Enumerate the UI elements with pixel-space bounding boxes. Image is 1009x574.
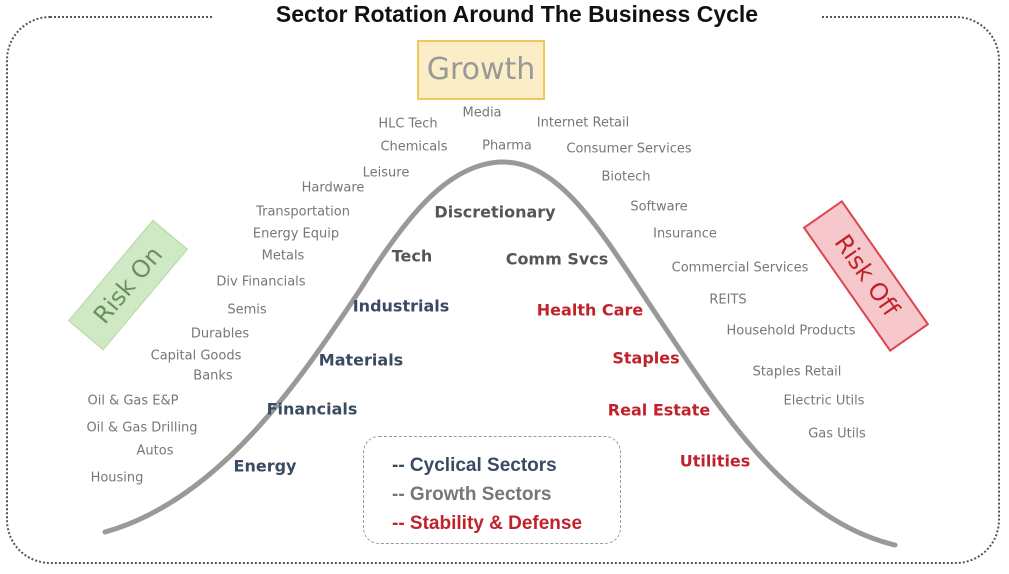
industry-label: Chemicals: [380, 139, 448, 155]
industry-label: Biotech: [601, 169, 651, 185]
industry-label: HLC Tech: [378, 116, 438, 132]
growth-label: Growth: [417, 40, 545, 100]
sector-staples: Staples: [612, 348, 680, 368]
industry-label: Banks: [193, 368, 233, 384]
sector-tech: Tech: [391, 246, 433, 266]
industry-label: Software: [630, 199, 688, 215]
industry-label: Pharma: [482, 138, 532, 154]
legend-growth: -- Growth Sectors: [392, 484, 552, 505]
legend-defensive: -- Stability & Defense: [392, 513, 583, 534]
industry-label: Oil & Gas Drilling: [86, 420, 198, 436]
industry-label: Insurance: [653, 226, 717, 242]
sector-real-estate: Real Estate: [607, 400, 711, 420]
diagram-title: Sector Rotation Around The Business Cycl…: [212, 0, 822, 28]
sector-energy: Energy: [233, 456, 297, 476]
industry-label: Transportation: [256, 204, 350, 220]
cycle-curve-line: [102, 159, 898, 548]
industry-label: Commercial Services: [671, 260, 809, 276]
legend-cyclical: -- Cyclical Sectors: [392, 455, 557, 476]
industry-label: Internet Retail: [536, 115, 630, 131]
sector-materials: Materials: [318, 350, 404, 370]
sector-financials: Financials: [266, 399, 358, 419]
industry-label: Household Products: [726, 323, 856, 339]
industry-label: Capital Goods: [150, 348, 242, 364]
industry-label: Consumer Services: [566, 141, 692, 157]
sector-discretionary: Discretionary: [434, 202, 556, 222]
industry-label: Hardware: [301, 180, 365, 196]
sector-utilities: Utilities: [679, 451, 751, 471]
sector-comm-svcs: Comm Svcs: [505, 249, 609, 269]
industry-label: Energy Equip: [252, 226, 340, 242]
industry-label: Oil & Gas E&P: [87, 393, 179, 409]
sector-industrials: Industrials: [352, 296, 450, 316]
industry-label: Div Financials: [216, 274, 306, 290]
industry-label: Media: [462, 105, 502, 121]
industry-label: Durables: [190, 326, 250, 342]
industry-label: Staples Retail: [752, 364, 842, 380]
sector-health-care: Health Care: [536, 300, 644, 320]
industry-label: Housing: [90, 470, 144, 486]
industry-label: Metals: [261, 248, 305, 264]
industry-label: Leisure: [362, 165, 410, 181]
industry-label: Electric Utils: [783, 393, 865, 409]
industry-label: Gas Utils: [808, 426, 866, 442]
legend: -- Cyclical Sectors -- Growth Sectors --…: [363, 436, 621, 544]
industry-label: Autos: [136, 443, 174, 459]
industry-label: Semis: [227, 302, 267, 318]
industry-label: REITS: [709, 292, 747, 308]
